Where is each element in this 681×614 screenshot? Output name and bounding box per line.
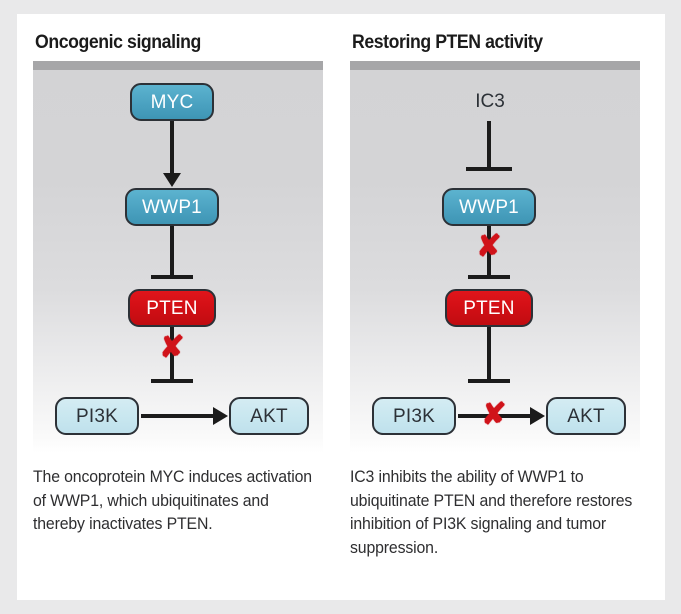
panel-title-left: Oncogenic signaling xyxy=(35,32,201,53)
caption-right: IC3 inhibits the ability of WWP1 to ubiq… xyxy=(350,468,633,557)
node-wwp1-left[interactable]: WWP1 xyxy=(125,188,219,226)
block-mark-wwp1-to-pten: ✘ xyxy=(476,230,502,263)
edge-pten-to-pi3k-line xyxy=(170,327,174,383)
diagram-right: IC3 WWP1 ✘ PTEN xyxy=(350,61,640,453)
node-label: AKT xyxy=(250,405,288,427)
panel-oncogenic-signaling: Oncogenic signaling MYC WWP1 xyxy=(33,32,323,533)
edge-pi3k-to-akt-line xyxy=(141,414,217,418)
edge-myc-to-wwp1-line xyxy=(170,121,174,177)
node-label: PI3K xyxy=(76,405,118,427)
node-akt-left[interactable]: AKT xyxy=(229,397,309,435)
edge-pi3k-to-akt-arrowhead xyxy=(213,407,228,425)
edge-pi3k-to-akt-arrowhead-right xyxy=(530,407,545,425)
edge-ic3-to-wwp1-barend xyxy=(466,167,512,171)
node-ic3-right[interactable]: IC3 xyxy=(455,89,525,113)
diagram-left: MYC WWP1 PTEN ✘ xyxy=(33,61,323,453)
caption-left: The oncoprotein MYC induces activation o… xyxy=(33,468,312,533)
block-mark-pi3k-to-akt: ✘ xyxy=(481,398,507,431)
node-pi3k-right[interactable]: PI3K xyxy=(372,397,456,435)
edge-myc-to-wwp1-arrowhead xyxy=(163,173,181,187)
node-myc-left[interactable]: MYC xyxy=(130,83,214,121)
node-akt-right[interactable]: AKT xyxy=(546,397,626,435)
edge-pten-to-pi3k-barend xyxy=(151,379,193,383)
node-label: PTEN xyxy=(146,297,198,319)
node-label: WWP1 xyxy=(459,196,519,218)
block-mark-pten-to-pi3k: ✘ xyxy=(159,331,185,364)
node-label: IC3 xyxy=(475,90,505,112)
node-label: MYC xyxy=(150,91,194,113)
node-label: PI3K xyxy=(393,405,435,427)
node-pten-right[interactable]: PTEN xyxy=(445,289,533,327)
edge-wwp1-to-pten-line-right xyxy=(487,226,491,279)
node-pten-left[interactable]: PTEN xyxy=(128,289,216,327)
panel-restoring-pten-activity: Restoring PTEN activity IC3 WWP1 ✘ xyxy=(350,32,640,557)
edge-ic3-to-wwp1-line xyxy=(487,121,491,171)
edge-pi3k-to-akt-line-right xyxy=(458,414,534,418)
node-label: PTEN xyxy=(463,297,515,319)
node-label: WWP1 xyxy=(142,196,202,218)
edge-pten-to-pi3k-line-right xyxy=(487,327,491,383)
panel-top-bar-right xyxy=(350,61,640,70)
node-wwp1-right[interactable]: WWP1 xyxy=(442,188,536,226)
figure-card: Oncogenic signaling MYC WWP1 xyxy=(17,14,665,600)
node-label: AKT xyxy=(567,405,605,427)
edge-wwp1-to-pten-barend-right xyxy=(468,275,510,279)
edge-wwp1-to-pten-line xyxy=(170,226,174,279)
edge-wwp1-to-pten-barend xyxy=(151,275,193,279)
panel-title-right: Restoring PTEN activity xyxy=(352,32,543,53)
edge-pten-to-pi3k-barend-right xyxy=(468,379,510,383)
panel-top-bar-left xyxy=(33,61,323,70)
node-pi3k-left[interactable]: PI3K xyxy=(55,397,139,435)
